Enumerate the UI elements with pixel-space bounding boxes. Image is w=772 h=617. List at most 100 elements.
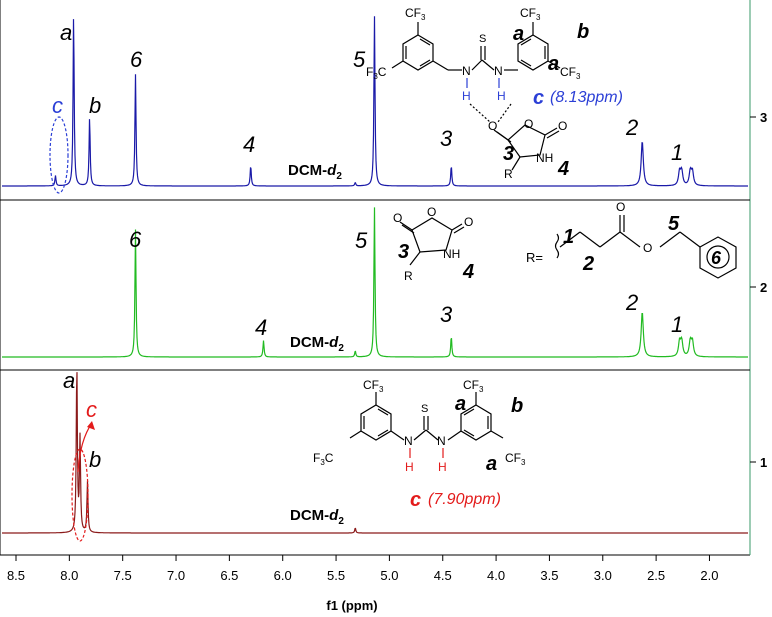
label-2-mid: 2 bbox=[625, 290, 638, 315]
label-c-top: c bbox=[52, 93, 63, 118]
track-label-3: 3 bbox=[760, 110, 767, 125]
structure-thiourea-complex-text: CF3 CF3 F3C CF3 S N N H H O O O NH R bbox=[366, 6, 581, 181]
svg-text:N: N bbox=[437, 434, 446, 448]
svg-text:F3C: F3C bbox=[313, 451, 334, 467]
c-shift-top: (8.13ppm) bbox=[550, 89, 623, 106]
svg-text:CF3: CF3 bbox=[520, 6, 541, 22]
label-5-mid: 5 bbox=[355, 228, 368, 253]
structure-bottom-atom-labels: a b a c (7.90ppm) bbox=[410, 393, 523, 511]
label-1-mid: 1 bbox=[671, 312, 683, 337]
bottom-peak-labels: a c b DCM-d2 bbox=[63, 368, 344, 542]
struct-b-bot: b bbox=[511, 395, 523, 417]
nca-ring-top bbox=[507, 124, 546, 158]
label-a-top: a bbox=[60, 20, 72, 45]
x-tick-label-12: 2.5 bbox=[647, 568, 665, 583]
structure-thiourea-text: CF3 CF3 F3C CF3 S N N H H bbox=[313, 378, 526, 474]
c-peak-highlight-bot bbox=[71, 448, 89, 542]
svg-text:O: O bbox=[427, 205, 436, 219]
structure-r-group bbox=[554, 215, 737, 279]
struct-a1-bot: a bbox=[455, 393, 466, 415]
struct-a2-bot: a bbox=[486, 453, 497, 475]
svg-text:O: O bbox=[464, 215, 473, 229]
svg-text:S: S bbox=[421, 403, 428, 415]
x-tick-label-11: 3.0 bbox=[594, 568, 612, 583]
label-4-top: 4 bbox=[243, 132, 255, 157]
svg-text:N: N bbox=[404, 434, 413, 448]
struct-1-mid: 1 bbox=[563, 226, 574, 248]
label-6-mid: 6 bbox=[129, 227, 142, 252]
right-aryl-ring-top bbox=[517, 34, 549, 71]
svg-text:N: N bbox=[494, 64, 503, 78]
svg-text:NH: NH bbox=[443, 247, 460, 261]
right-axis: 3 2 1 bbox=[750, 110, 767, 470]
label-5-top: 5 bbox=[353, 47, 366, 72]
svg-text:R: R bbox=[404, 269, 413, 283]
spectrum-top bbox=[2, 16, 748, 187]
structure-thiourea bbox=[349, 392, 504, 458]
struct-c-bot: c bbox=[410, 489, 421, 511]
svg-text:O: O bbox=[558, 119, 567, 133]
struct-4-mid: 4 bbox=[462, 261, 474, 283]
struct-4-top: 4 bbox=[557, 158, 569, 180]
svg-text:F3C: F3C bbox=[366, 65, 387, 81]
track-label-1: 1 bbox=[760, 455, 767, 470]
svg-text:R=: R= bbox=[526, 250, 543, 265]
c-shift-bot: (7.90ppm) bbox=[428, 491, 501, 508]
dcm-label-mid: DCM-d2 bbox=[290, 334, 344, 354]
structure-r-group-text: R= O O bbox=[526, 200, 652, 265]
structure-nca-atom-labels: 3 4 bbox=[398, 241, 474, 283]
x-tick-label-4: 6.5 bbox=[220, 568, 238, 583]
left-aryl-ring-top bbox=[402, 34, 434, 71]
structure-thiourea-complex bbox=[391, 22, 561, 171]
svg-text:CF3: CF3 bbox=[560, 65, 581, 81]
struct-3-mid: 3 bbox=[398, 241, 409, 263]
x-tick-label-5: 6.0 bbox=[274, 568, 292, 583]
dcm-label-bot: DCM-d2 bbox=[290, 507, 344, 527]
svg-text:H: H bbox=[438, 460, 447, 474]
svg-text:H: H bbox=[497, 89, 506, 103]
label-b-bot: b bbox=[89, 447, 101, 472]
svg-text:O: O bbox=[616, 200, 625, 214]
struct-6-mid: 6 bbox=[711, 248, 722, 268]
x-tick-label-8: 4.5 bbox=[434, 568, 452, 583]
x-axis-label: f1 (ppm) bbox=[326, 598, 377, 613]
svg-text:S: S bbox=[479, 33, 486, 45]
structure-r-group-atom-labels: 1 2 5 6 bbox=[563, 213, 722, 275]
svg-text:O: O bbox=[488, 119, 497, 133]
label-a-bot: a bbox=[63, 368, 75, 393]
right-aryl-ring-bot bbox=[460, 404, 492, 441]
x-tick-label-1: 8.0 bbox=[60, 568, 78, 583]
x-tick-label-9: 4.0 bbox=[487, 568, 505, 583]
x-tick-label-10: 3.5 bbox=[540, 568, 558, 583]
left-aryl-ring-bot bbox=[360, 404, 392, 441]
struct-2-mid: 2 bbox=[582, 253, 594, 275]
struct-a2-top: a bbox=[548, 53, 559, 75]
label-c-bot: c bbox=[86, 397, 97, 422]
svg-text:CF3: CF3 bbox=[505, 451, 526, 467]
struct-c-top: c bbox=[533, 87, 544, 109]
svg-text:H: H bbox=[462, 89, 471, 103]
x-tick-label-3: 7.0 bbox=[167, 568, 185, 583]
struct-a1-top: a bbox=[513, 23, 524, 45]
label-6-top: 6 bbox=[130, 47, 143, 72]
svg-text:N: N bbox=[462, 64, 471, 78]
c-peak-highlight-top bbox=[49, 116, 69, 194]
struct-b-top: b bbox=[577, 21, 589, 43]
label-4-mid: 4 bbox=[255, 315, 267, 340]
spectrum-bottom bbox=[2, 372, 748, 534]
label-3-mid: 3 bbox=[440, 302, 453, 327]
svg-text:R: R bbox=[504, 167, 513, 181]
x-tick-label-6: 5.5 bbox=[327, 568, 345, 583]
structure-top-atom-labels: a b a c (8.13ppm) 3 4 bbox=[503, 21, 623, 180]
svg-text:CF3: CF3 bbox=[405, 6, 426, 22]
x-tick-label-2: 7.5 bbox=[114, 568, 132, 583]
middle-peak-labels: 6 4 5 3 2 1 DCM-d2 bbox=[129, 227, 683, 354]
c-arrow-head-bot bbox=[87, 421, 95, 430]
struct-5-mid: 5 bbox=[668, 213, 680, 235]
track-label-2: 2 bbox=[760, 280, 767, 295]
structure-nca-text: O O O NH R bbox=[393, 205, 473, 283]
label-2-top: 2 bbox=[625, 115, 638, 140]
spectrum-middle bbox=[2, 207, 748, 358]
